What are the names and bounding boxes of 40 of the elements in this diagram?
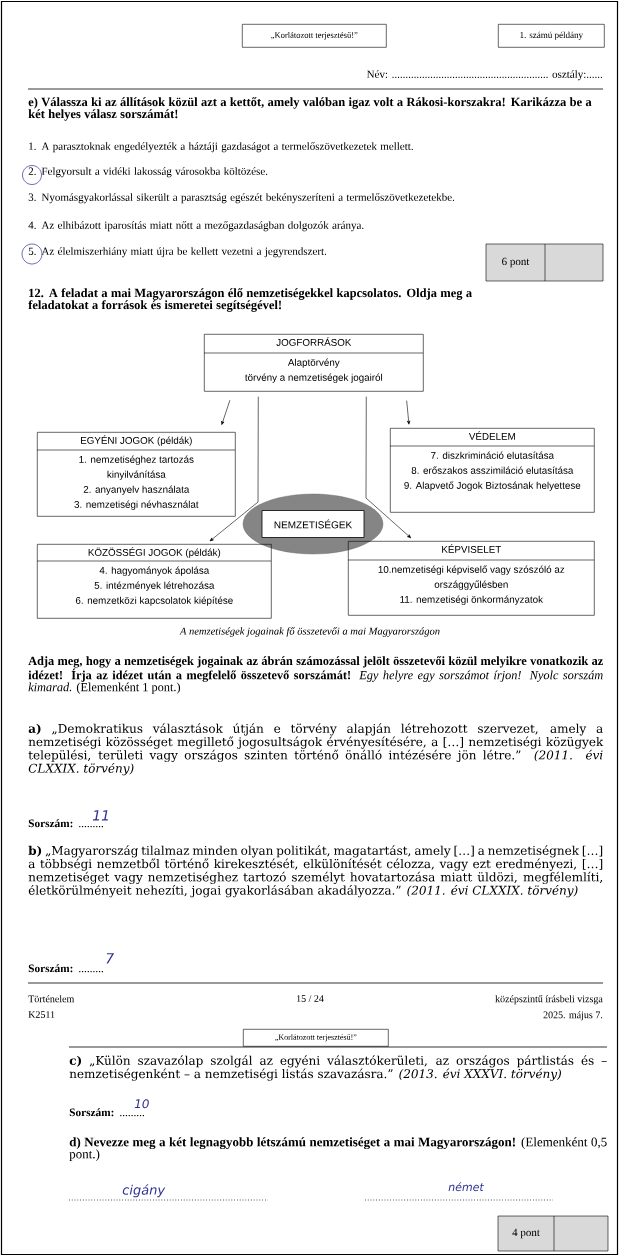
figure-caption: A nemzetiségek jogainak fő összetevői a mai Magyarországon bbox=[179, 627, 440, 637]
arrow bbox=[221, 399, 231, 425]
handwritten-answer: 11 bbox=[92, 810, 108, 821]
stamp-box: „Korlátozott terjesztésű!” bbox=[243, 1029, 389, 1047]
answer-option: 1. A parasztoknak engedélyezték a háztáji gazdaságot a termelőszövetkezetek mellett. bbox=[29, 142, 413, 153]
answer-option: 2. Felgyorsult a vidéki lakosság városokba költözése. bbox=[28, 167, 268, 178]
handwritten-answer: 7 bbox=[106, 953, 114, 964]
page-number: 15 / 24 bbox=[297, 995, 324, 1002]
name-field: Név: ......................................................... osztály:...... bbox=[366, 70, 603, 81]
footer-text: K2511 bbox=[28, 1011, 55, 1018]
score-box: 6 pont bbox=[485, 243, 604, 282]
arrow bbox=[209, 396, 259, 542]
handwritten-answer: 10 bbox=[134, 1099, 149, 1109]
answer-line: Sorszám: ......... bbox=[28, 964, 104, 973]
stamp-box: „Korlátozott terjesztésű!” bbox=[242, 24, 387, 48]
footer-text: középszintű írásbeli vizsga bbox=[495, 995, 603, 1005]
concept-box: VÉDELEM 7. diszkrimináció elutasítása 8. erőszakos asszimiláció elutasítása 9. Alapvető Jogok Biztosának helyettese bbox=[389, 428, 595, 513]
copy-number-box: 1. számú példány bbox=[498, 24, 605, 48]
concept-box: EGYÉNI JOGOK (példák) 1. nemzetiséghez tartozás kinyilvánítása 2. anyanyelv használata 3. nemzetiségi névhasználat bbox=[36, 432, 236, 517]
concept-box: JOGFORRÁSOK Alaptörvény törvény a nemzetiségek jogairól bbox=[203, 334, 424, 392]
source-quote: a) „Demokratikus választások útján e törvény alapján létrehozott szervezet, amely a nemzetiségi közösséget megillető jogosultságok érvényesítésére, a […] nemzetiségi közügyek települési, területi vagy országos szinten történő önálló intézésére jön létre.” (2011. évi CLXXIX. törvény) bbox=[28, 723, 604, 776]
answer-line: Sorszám: ......... bbox=[69, 1108, 145, 1117]
score-box: 4 pont bbox=[497, 1215, 609, 1252]
arrow bbox=[365, 396, 411, 539]
task-instruction: Adja meg, hogy a nemzetiségek jogainak az ábrán számozással jelölt összetevői közül melyikre vonatkozik az idézet! Írja az idézet után a megfelelő összetevő sorszámát! Egy helyre egy sorszámot írjon! Nyolc sorszám kimarad. (Elemenként 1 pont.) bbox=[28, 656, 603, 694]
arrow bbox=[406, 400, 411, 425]
handwritten-answer: német bbox=[448, 1182, 485, 1192]
handwritten-answer: cigány bbox=[122, 1184, 166, 1198]
source-quote: b) „Magyarország tilalmaz minden olyan politikát, magatartást, amely […] a nemzetiségnek […] a többségi nemzetből történő kirekesztését, elkülönítését célozza, vagy ezt eredményezi, […] nemzetiséget vagy nemzetiséghez tartozó személyt hovatartozása miatt üldözi, megfélemlíti, életkörülményeit nehezíti, jogai gyakorlásában akadályozza.” (2011. évi CLXXIX. törvény) bbox=[28, 845, 603, 898]
source-quote: c) „Külön szavazólap szolgál az egyéni választókerületi, az országos pártlistás és – nemzetiségenként – a nemzetiségi listás szavazásra.” (2013. évi XXXVI. törvény) bbox=[69, 1055, 607, 1081]
task-instruction: d) Nevezze meg a két legnagyobb létszámú nemzetiséget a mai Magyarországon! (Elemenként 0,5 pont.) bbox=[69, 1137, 607, 1161]
answer-option: 5. Az élelmiszerhiány miatt újra be kellett vezetni a jegyrendszert. bbox=[28, 247, 327, 258]
answer-option: 4. Az elhibázott iparosítás miatt nőtt a mezőgazdaságban dolgozók aránya. bbox=[28, 221, 364, 232]
task-instruction: e) Válassza ki az állítások közül azt a kettőt, amely valóban igaz volt a Rákosi-korszakra! Karikázza be a két helyes válasz sorszámát! bbox=[28, 97, 592, 121]
answer-option: 3. Nyomásgyakorlással sikerült a parasztság egészét bekényszeríteni a termelőszövetkezetekbe. bbox=[28, 193, 455, 204]
concept-box: KÖZÖSSÉGI JOGOK (példák) 4. hagyományok ápolása 5. intézmények létrehozása 6. nemzetközi kapcsolatok kiépítése bbox=[36, 544, 272, 619]
concept-box: KÉPVISELET 10.nemzetiségi képviselő vagy szószóló az országgyűlésben 11. nemzetiségi önkormányzatok bbox=[347, 541, 595, 616]
footer-text: 2025. május 7. bbox=[543, 1011, 603, 1021]
task-heading: 12. A feladat a mai Magyarországon élő nemzetiségekkel kapcsolatos. Oldja meg a feladatokat a források és ismeretei segítségével! bbox=[28, 288, 472, 312]
footer-text: Történelem bbox=[28, 995, 75, 1003]
